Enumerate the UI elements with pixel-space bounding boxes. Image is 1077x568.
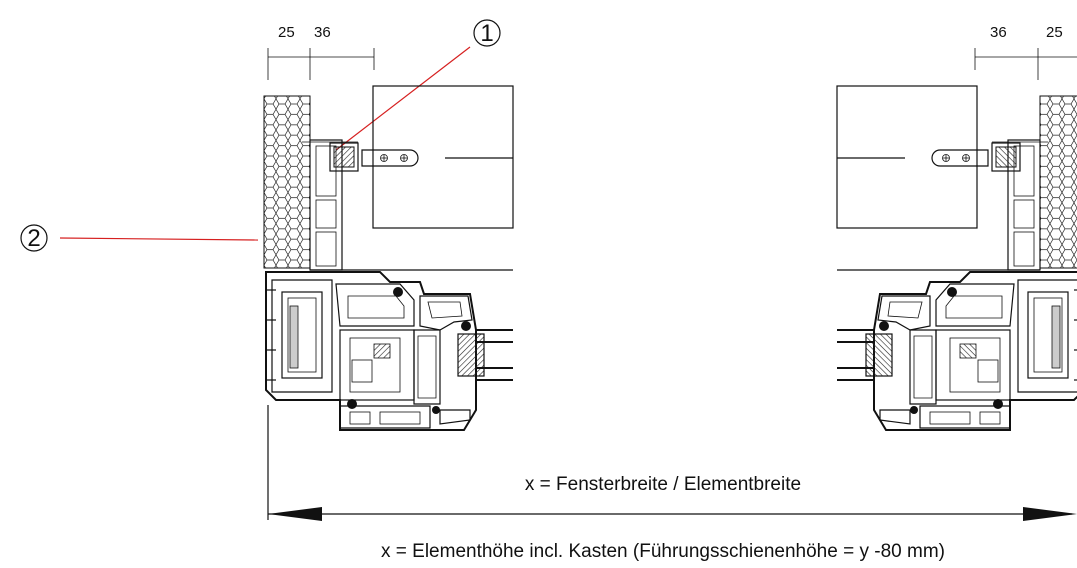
insulation-block-left	[263, 95, 311, 269]
guide-rail-left	[302, 139, 359, 271]
guide-rail-right	[991, 139, 1048, 271]
callout-1: 1	[335, 19, 501, 151]
dimension-left-group: 25 36	[267, 24, 375, 80]
height-label: x = Elementhöhe incl. Kasten (Führungssc…	[381, 541, 945, 562]
shutter-box-right	[836, 85, 978, 229]
callout-2: 2	[20, 224, 259, 252]
leader-line-1	[335, 46, 471, 151]
width-label: x = Fensterbreite / Elementbreite	[525, 474, 801, 495]
callout-circle	[20, 224, 48, 252]
arrowhead-left	[268, 507, 322, 521]
callout-circle	[473, 19, 501, 47]
left-window-section	[263, 85, 514, 431]
dimension-left-inner: 36	[314, 24, 331, 41]
dimension-right-outer: 25	[1046, 24, 1063, 41]
shutter-box-left	[372, 85, 514, 229]
window-frame-left	[265, 271, 513, 431]
callout-1-number: 1	[480, 20, 493, 47]
arrowhead-right	[1023, 507, 1077, 521]
dimension-right-inner: 36	[990, 24, 1007, 41]
leader-line-2	[59, 237, 259, 241]
callout-2-number: 2	[27, 225, 40, 252]
end-bracket-left	[361, 149, 419, 167]
dimension-left-outer: 25	[278, 24, 295, 41]
overall-width-dimension: x = Fensterbreite / Elementbreite	[267, 405, 1077, 521]
insulation-block-right	[1039, 95, 1077, 269]
end-bracket-right	[931, 149, 989, 167]
dimension-right-group: 36 25	[974, 24, 1077, 80]
right-window-section	[836, 85, 1077, 431]
window-frame-right	[837, 271, 1077, 431]
